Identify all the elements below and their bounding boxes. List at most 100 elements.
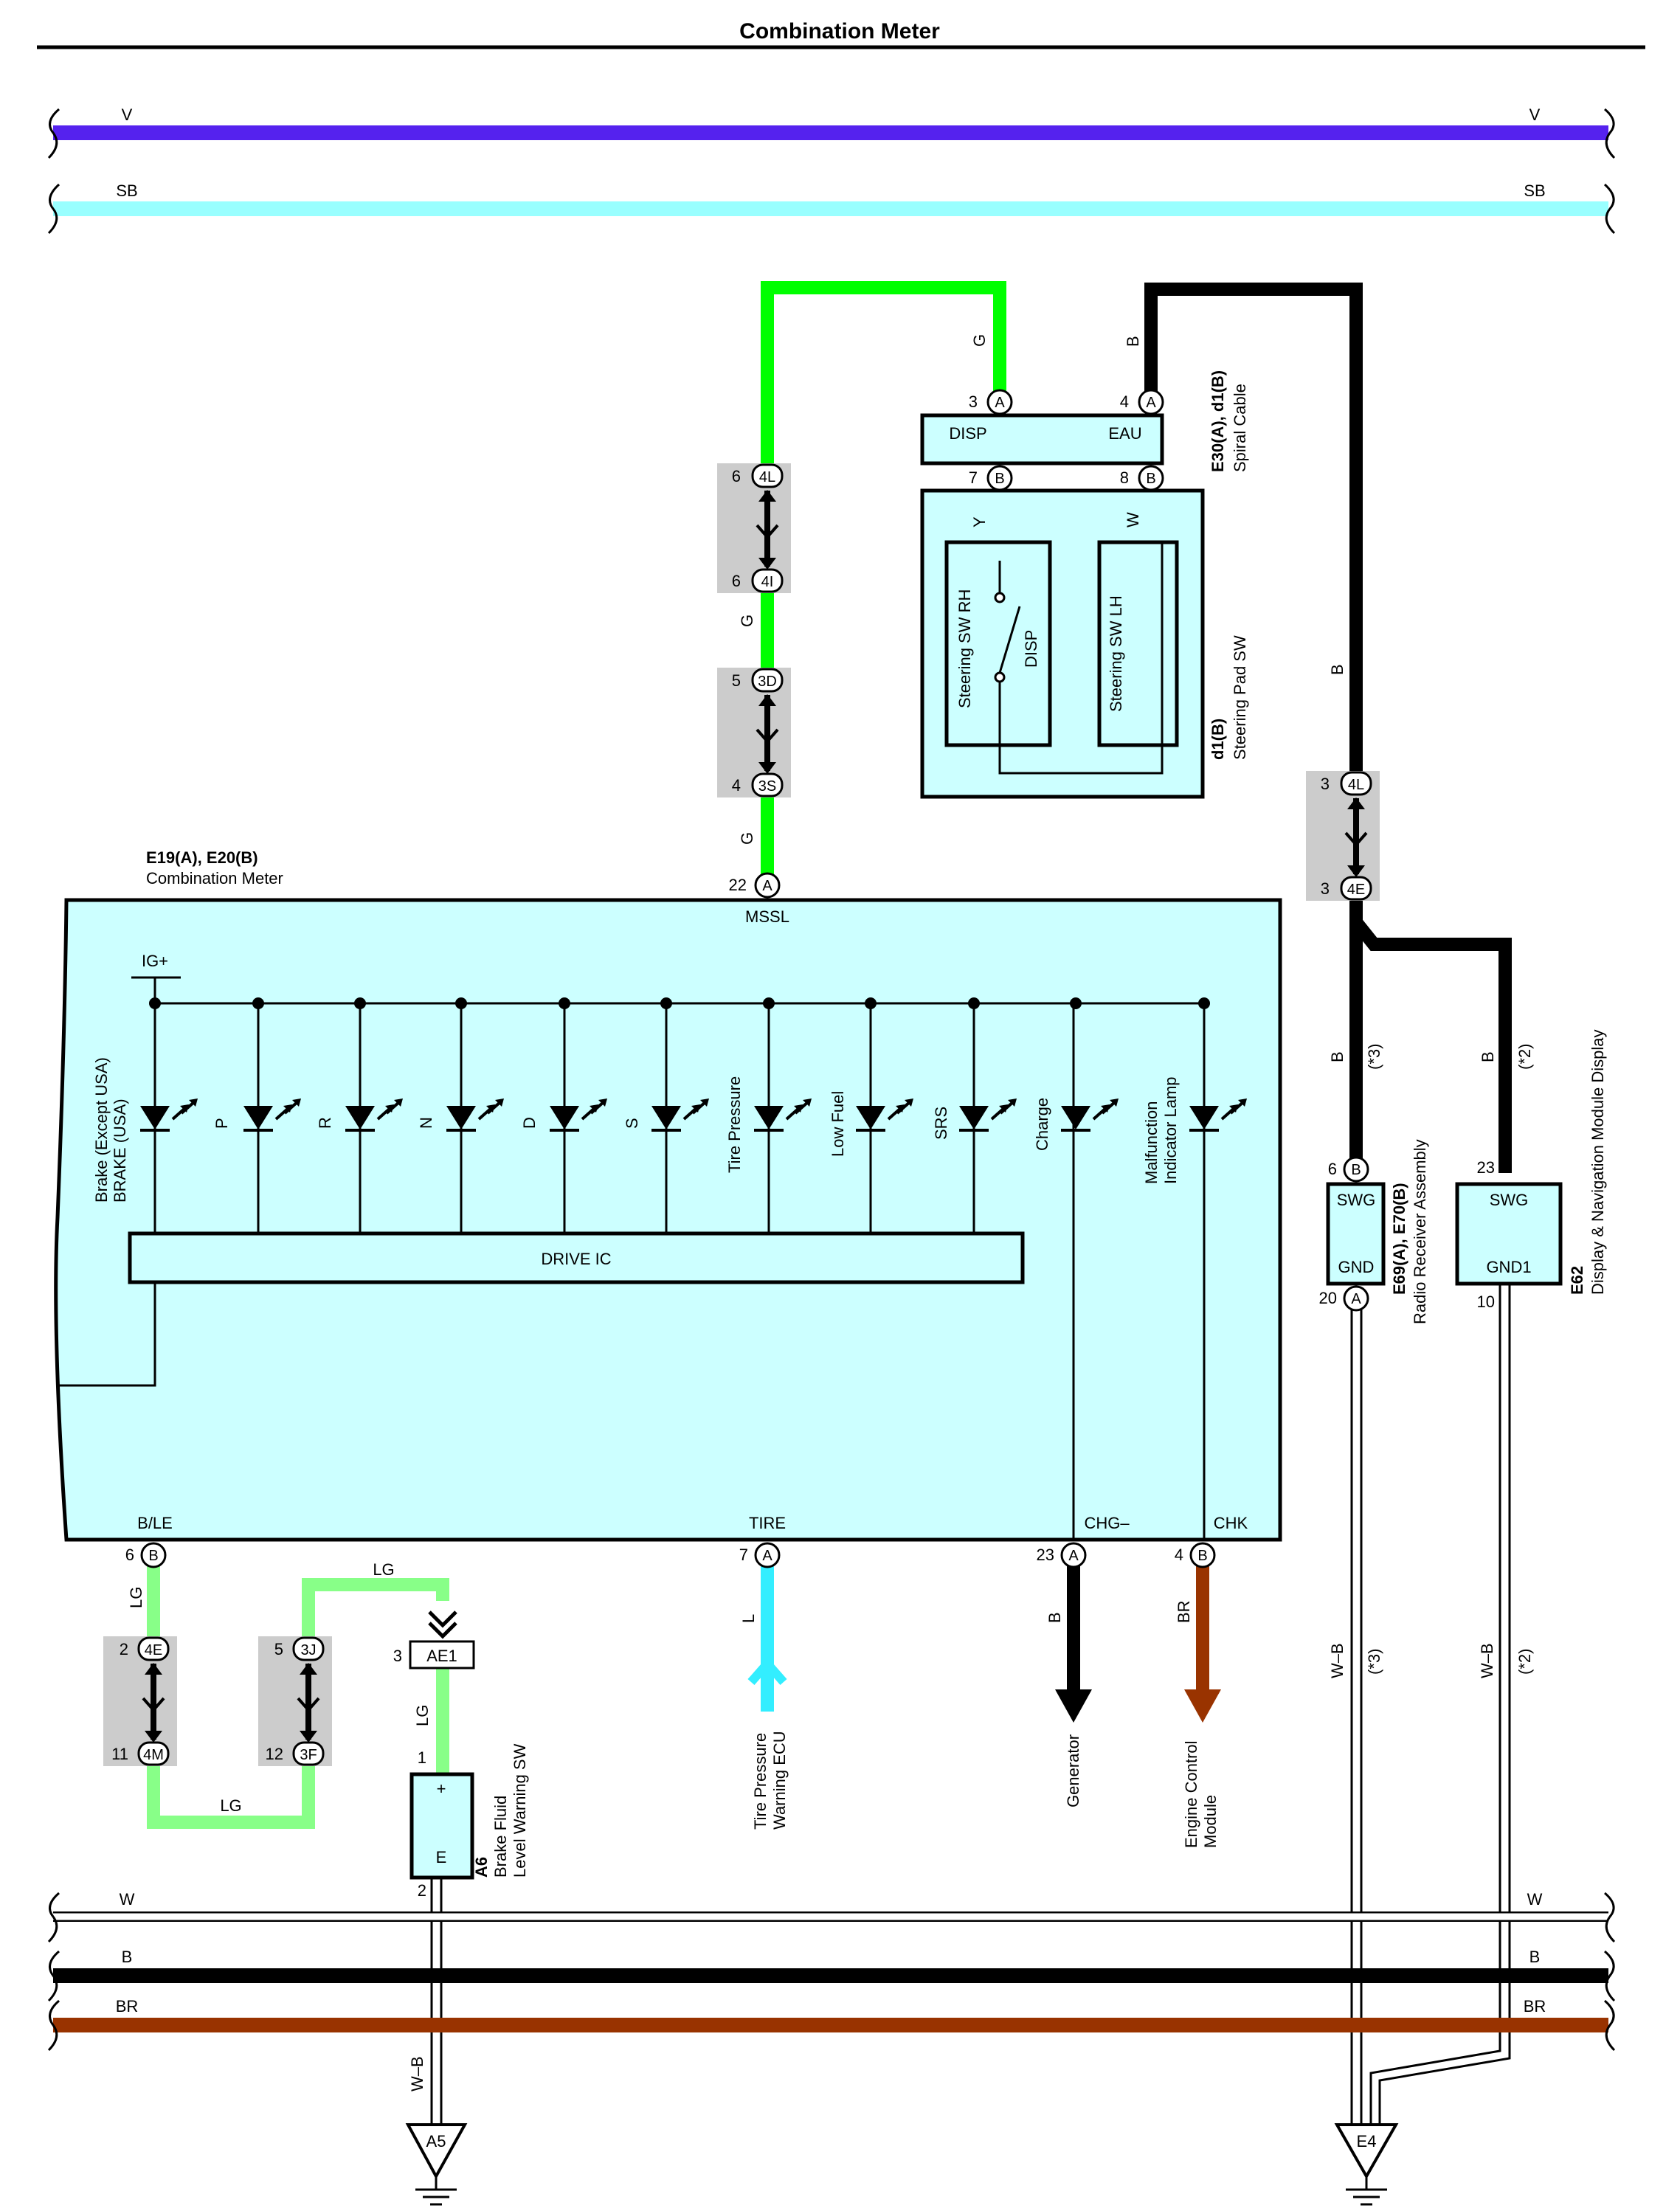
- svg-text:E: E: [436, 1848, 447, 1866]
- svg-text:4: 4: [732, 776, 741, 795]
- svg-text:4E: 4E: [145, 1642, 162, 1658]
- led-7: [856, 997, 913, 1233]
- wire-label-lg1: LG: [127, 1587, 145, 1608]
- lamp-labels: Brake (Except USA) BRAKE (USA) P R N D S…: [92, 1057, 1180, 1203]
- disp-switch-contact-top: [994, 592, 1006, 603]
- target-ecm-2: Module: [1201, 1795, 1220, 1848]
- svg-text:3J: 3J: [300, 1642, 316, 1658]
- display-module: SWG GND1 23 10 E62 Display & Navigation …: [1455, 1030, 1607, 1311]
- target-tire-ecu-1: Tire Pressure: [751, 1733, 770, 1830]
- meter-igp: IG+: [142, 952, 168, 970]
- wire-label-y: Y: [970, 516, 989, 527]
- svg-text:A: A: [1068, 1548, 1079, 1564]
- steering-code: d1(B): [1209, 719, 1227, 760]
- disp-switch-contact-bottom: [994, 671, 1006, 683]
- bus-w: W W: [47, 1890, 1616, 1943]
- lamp-s: S: [623, 1118, 641, 1129]
- svg-text:23: 23: [1037, 1546, 1054, 1564]
- meter-bottom-connectors: B 6 A 7 A 23 B 4: [125, 1542, 1216, 1568]
- wire-label-b-gen: B: [1045, 1612, 1064, 1623]
- wire-label-b-spiral: B: [1124, 336, 1142, 347]
- junction-3j-3f: 3J 5 3F 12: [258, 1636, 332, 1766]
- wire-label-g2: G: [738, 615, 756, 627]
- ground-e4: E4: [1334, 2123, 1399, 2206]
- wire-label-w: W: [1124, 512, 1142, 527]
- svg-text:A: A: [995, 395, 1005, 411]
- steering-name: Steering Pad SW: [1231, 635, 1249, 760]
- steering-lh: Steering SW LH: [1107, 595, 1125, 712]
- wire-label-wb1: W–B: [408, 2056, 426, 2091]
- meter-mssl: MSSL: [745, 907, 789, 926]
- lamp-p: P: [212, 1118, 231, 1129]
- svg-text:10: 10: [1477, 1293, 1495, 1311]
- page-title: Combination Meter: [739, 19, 940, 44]
- junction-4l-4e-right: 4L 3 4E 3: [1306, 771, 1380, 901]
- svg-text:A: A: [1351, 1291, 1361, 1307]
- svg-text:A: A: [762, 878, 772, 894]
- steering-rh: Steering SW RH: [955, 589, 974, 708]
- display-name: Display & Navigation Module Display: [1589, 1030, 1607, 1295]
- steering-disp: DISP: [1022, 630, 1040, 668]
- target-tire-ecu-2: Warning ECU: [770, 1731, 789, 1830]
- lamp-brake-ex-usa: Brake (Except USA): [92, 1057, 111, 1203]
- svg-text:4I: 4I: [761, 574, 774, 590]
- svg-text:B: B: [1146, 471, 1155, 487]
- svg-text:11: 11: [111, 1745, 128, 1763]
- lamp-low-fuel: Low Fuel: [829, 1091, 847, 1157]
- target-ecm-1: Engine Control: [1182, 1740, 1200, 1848]
- svg-text:3: 3: [969, 392, 978, 411]
- svg-text:B: B: [148, 1548, 158, 1564]
- display-code: E62: [1568, 1266, 1586, 1295]
- spiral-connectors: A 3 A 4 B 7 B 8: [969, 389, 1164, 491]
- wire-label-star3: (*3): [1365, 1044, 1383, 1070]
- wire-label-lg3: LG: [413, 1705, 432, 1726]
- wire-wb-e4-display: [1369, 1284, 1511, 2125]
- led-3: [446, 997, 504, 1233]
- svg-text:1: 1: [418, 1748, 426, 1767]
- svg-text:3: 3: [393, 1647, 402, 1665]
- svg-text:8: 8: [1120, 468, 1129, 487]
- steering-pad-sw: Steering SW RH DISP Steering SW LH d1(B)…: [920, 488, 1249, 799]
- bus-w-label-right: W: [1527, 1890, 1543, 1909]
- spiral-pin-disp: DISP: [949, 424, 986, 443]
- svg-text:4: 4: [1175, 1546, 1183, 1564]
- junction-4l-4i: 4L 6 4I 6: [717, 463, 791, 593]
- brake-fluid-switch: + E 1 2 A6 Brake Fluid Level Warning SW …: [393, 1610, 529, 1900]
- svg-text:20: 20: [1319, 1289, 1337, 1307]
- led-0: [140, 997, 198, 1132]
- ground-a5: A5: [405, 2123, 468, 2206]
- junction-4e-4m: 4E 2 4M 11: [103, 1636, 177, 1766]
- svg-text:6: 6: [1328, 1160, 1337, 1178]
- spiral-pin-eau: EAU: [1108, 424, 1141, 443]
- lamp-r: R: [316, 1117, 334, 1129]
- svg-text:12: 12: [266, 1745, 283, 1763]
- svg-text:3S: 3S: [758, 778, 776, 795]
- wire-label-b3: B: [1328, 1051, 1347, 1062]
- arrow-generator: [1055, 1689, 1092, 1723]
- led-6: [754, 997, 812, 1233]
- svg-text:E4: E4: [1357, 2132, 1377, 2151]
- wire-label-b-mid: B: [1328, 664, 1347, 675]
- svg-text:6: 6: [125, 1546, 134, 1564]
- svg-text:AE1: AE1: [426, 1647, 457, 1665]
- brake-sw-name1: Brake Fluid: [491, 1796, 510, 1878]
- bus-v-label-left: V: [122, 105, 133, 124]
- lamp-d: D: [520, 1117, 539, 1129]
- wire-label-g3: G: [738, 832, 756, 845]
- bus-br-label-right: BR: [1524, 1997, 1546, 2015]
- bus-sb-label-right: SB: [1524, 181, 1545, 200]
- wire-wb-e4-radio: [1350, 1298, 1363, 2125]
- led-10: [1189, 997, 1247, 1132]
- bus-b-label-right: B: [1529, 1948, 1541, 1966]
- arrow-ecm: [1184, 1689, 1221, 1723]
- svg-text:4M: 4M: [143, 1747, 164, 1763]
- wire-label-l: L: [739, 1614, 758, 1623]
- svg-text:23: 23: [1477, 1158, 1495, 1177]
- bus-v-label-right: V: [1529, 105, 1541, 124]
- radio-name: Radio Receiver Assembly: [1411, 1139, 1429, 1324]
- svg-text:4E: 4E: [1347, 882, 1365, 898]
- led-4: [550, 997, 607, 1233]
- svg-text:GND1: GND1: [1486, 1258, 1531, 1276]
- bus-w-label-left: W: [120, 1890, 135, 1909]
